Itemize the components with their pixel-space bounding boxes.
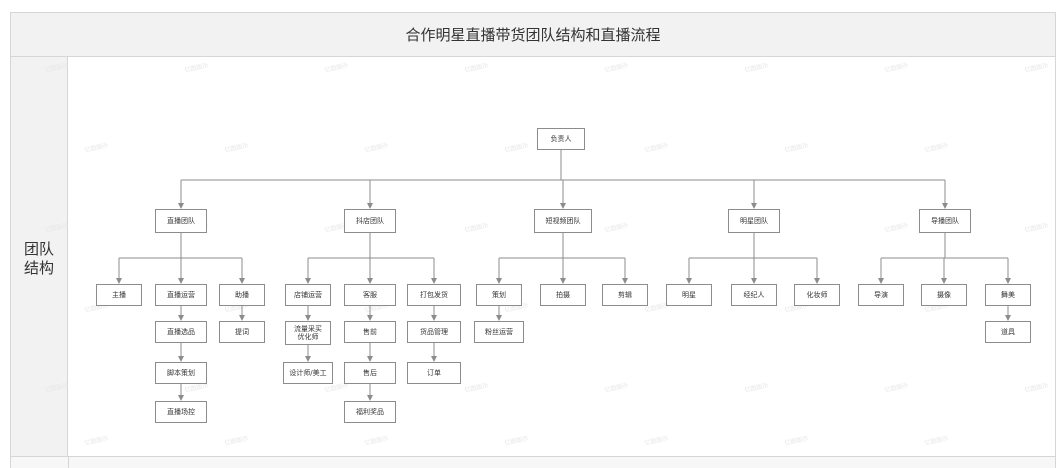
node-presale[interactable]: 售前 bbox=[344, 321, 396, 343]
node-team-star[interactable]: 明星团队 bbox=[728, 209, 780, 233]
node-direct[interactable]: 导演 bbox=[858, 284, 904, 306]
node-orders[interactable]: 订单 bbox=[407, 362, 461, 384]
node-fan-ops[interactable]: 粉丝运营 bbox=[474, 321, 524, 343]
node-assistant[interactable]: 助播 bbox=[219, 284, 265, 306]
node-packing[interactable]: 打包发货 bbox=[407, 284, 461, 306]
node-agent[interactable]: 经纪人 bbox=[731, 284, 777, 306]
node-designer[interactable]: 设计师/美工 bbox=[283, 362, 333, 384]
node-product-select[interactable]: 直播选品 bbox=[155, 321, 207, 343]
diagram-title: 合作明星直播带货团队结构和直播流程 bbox=[10, 12, 1056, 57]
node-team-store[interactable]: 抖店团队 bbox=[344, 209, 396, 233]
node-team-live[interactable]: 直播团队 bbox=[155, 209, 207, 233]
bottom-strip bbox=[10, 457, 1056, 468]
node-shop-ops[interactable]: 店铺运营 bbox=[285, 284, 331, 306]
node-goods-mgmt[interactable]: 货品管理 bbox=[407, 321, 461, 343]
node-prompter[interactable]: 提词 bbox=[219, 321, 265, 343]
node-aftersale[interactable]: 售后 bbox=[344, 362, 396, 384]
node-stage-art[interactable]: 舞美 bbox=[985, 284, 1031, 306]
node-makeup[interactable]: 化妆师 bbox=[794, 284, 840, 306]
side-label: 团队 结构 bbox=[23, 240, 54, 277]
node-gift-prize[interactable]: 福利奖品 bbox=[344, 401, 396, 423]
node-root[interactable]: 负责人 bbox=[537, 128, 585, 150]
node-team-video[interactable]: 短视频团队 bbox=[534, 209, 592, 233]
node-host[interactable]: 主播 bbox=[96, 284, 142, 306]
node-shooting[interactable]: 拍摄 bbox=[540, 284, 586, 306]
node-camera[interactable]: 摄像 bbox=[921, 284, 967, 306]
node-team-director[interactable]: 导播团队 bbox=[919, 209, 971, 233]
node-planning[interactable]: 策划 bbox=[476, 284, 522, 306]
diagram-canvas bbox=[68, 57, 1056, 457]
node-props[interactable]: 道具 bbox=[985, 321, 1031, 343]
side-column bbox=[10, 57, 68, 457]
node-cs[interactable]: 客服 bbox=[344, 284, 396, 306]
node-editing[interactable]: 剪辑 bbox=[602, 284, 648, 306]
node-script-plan[interactable]: 脚本策划 bbox=[155, 362, 207, 384]
node-live-ops[interactable]: 直播运营 bbox=[155, 284, 207, 306]
node-traffic-opt[interactable]: 流量采买 优化师 bbox=[285, 321, 331, 345]
node-live-control[interactable]: 直播场控 bbox=[155, 401, 207, 423]
node-celebrity[interactable]: 明星 bbox=[666, 284, 712, 306]
